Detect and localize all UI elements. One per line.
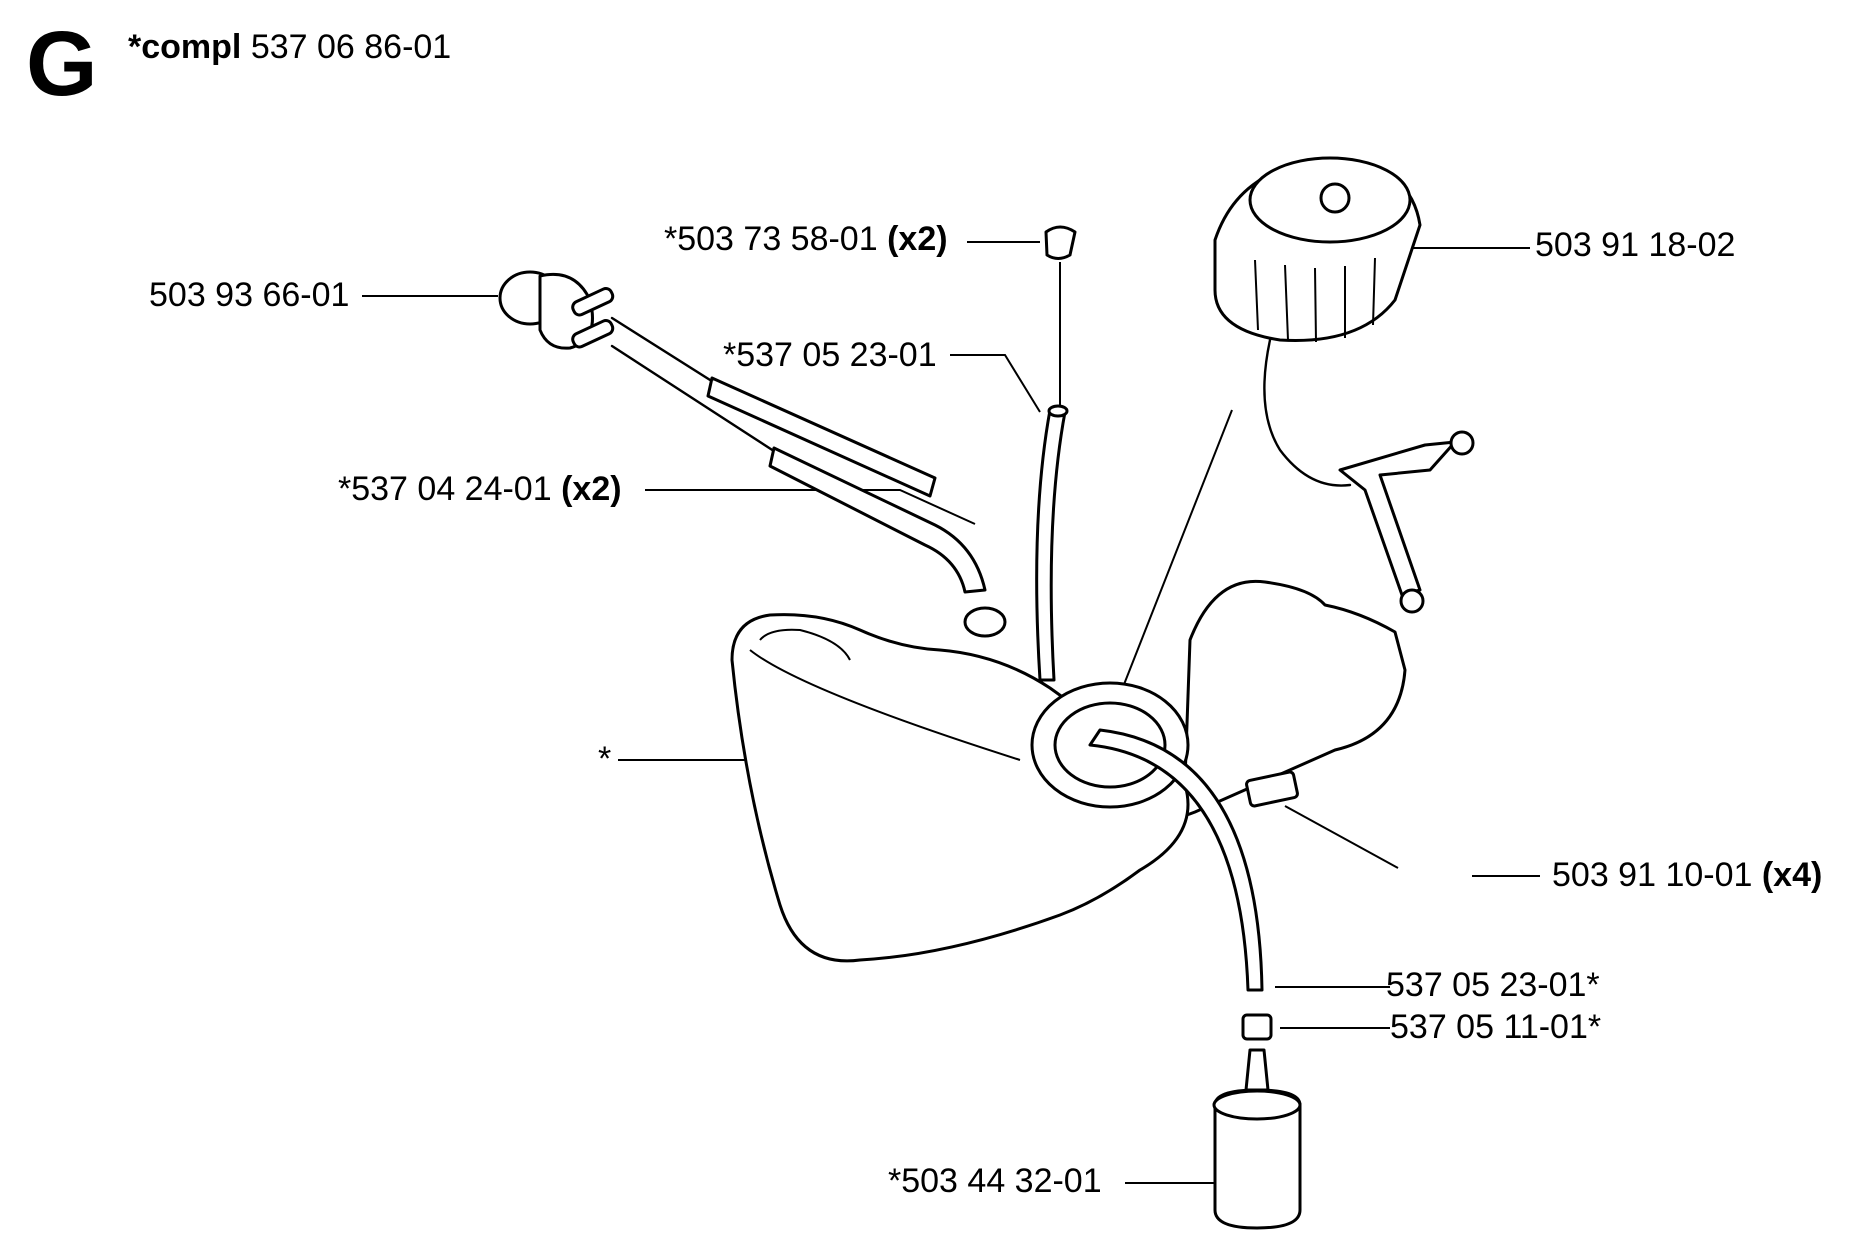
section-letter: G — [26, 13, 98, 115]
label-fuel-filler-cap: 503 91 18-02 — [1535, 226, 1736, 264]
complete-assembly-label: *compl 537 06 86-01 — [128, 30, 451, 64]
label-vent-hose: *537 05 23-01 — [723, 336, 937, 374]
label-rubber-buffer: 503 91 10-01 (x4) — [1552, 856, 1823, 894]
fuel-filter-drawing — [1088, 728, 1302, 1230]
label-primer-hoses: *537 04 24-01 (x2) — [338, 470, 622, 508]
check-valve-drawing — [1035, 225, 1077, 682]
label-check-valve: *503 73 58-01 (x2) — [664, 220, 948, 258]
label-fuel-tank: * — [598, 740, 612, 778]
label-fuel-hose: 537 05 23-01* — [1386, 966, 1600, 1004]
compl-keyword: *compl — [128, 28, 242, 66]
label-primer-bulb: 503 93 66-01 — [149, 276, 350, 314]
fuel-tank-drawing — [730, 579, 1407, 963]
quantity: (x2) — [561, 470, 622, 508]
label-hose-coupling: 537 05 11-01* — [1390, 1008, 1602, 1046]
quantity: (x2) — [887, 220, 948, 258]
quantity: (x4) — [1761, 856, 1823, 894]
label-fuel-filter: *503 44 32-01 — [888, 1162, 1102, 1200]
primer-bulb-drawing — [498, 270, 1007, 638]
fuel-cap-drawing — [1213, 156, 1475, 614]
leader-lines — [362, 241, 1540, 1184]
compl-part-number: 537 06 86-01 — [250, 28, 452, 66]
